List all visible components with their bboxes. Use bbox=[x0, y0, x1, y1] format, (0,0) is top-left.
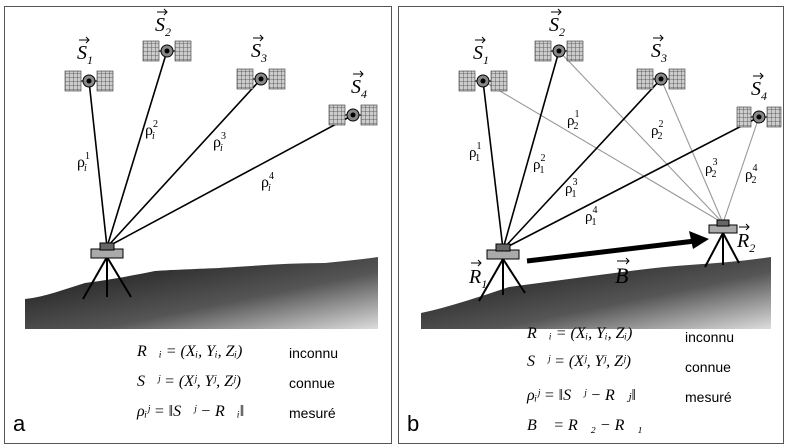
sat-label-4: S4 bbox=[751, 78, 767, 103]
terrain bbox=[25, 257, 378, 329]
satellite-2 bbox=[534, 40, 584, 62]
satellite-2 bbox=[142, 40, 192, 62]
sat-label-1: S1 bbox=[473, 42, 489, 67]
status-unknown: inconnu bbox=[685, 329, 735, 345]
receiver-1 bbox=[478, 243, 526, 302]
satellite-1 bbox=[64, 70, 114, 92]
range-lines-r1 bbox=[482, 50, 760, 250]
baseline-label: B bbox=[615, 263, 628, 288]
equation-satellite: S⃗ʲ = (Xʲ, Yʲ, Zʲ) bbox=[527, 353, 631, 370]
terrain bbox=[421, 257, 771, 329]
receiver-tripod bbox=[82, 242, 132, 300]
satellite-3 bbox=[236, 68, 286, 90]
range-line-4 bbox=[106, 114, 354, 248]
equation-range: ρᵢʲ = ‖S⃗ʲ − R⃗ᵢ‖ bbox=[137, 403, 245, 420]
range-line-r1-4 bbox=[502, 116, 760, 250]
range-line-r1-1 bbox=[482, 80, 504, 250]
receiver-label-1: R1 bbox=[468, 266, 487, 291]
panel-letter: a bbox=[13, 411, 26, 436]
equation-receiver: R⃗ᵢ = (Xᵢ, Yᵢ, Zᵢ) bbox=[527, 325, 633, 342]
receiver-2 bbox=[704, 219, 740, 268]
sat-label-3: S3 bbox=[251, 40, 267, 65]
equation-baseline: B⃗ = R⃗₂ − R⃗₁ bbox=[527, 417, 643, 434]
equation-receiver: R⃗ᵢ = (Xᵢ, Yᵢ, Zᵢ) bbox=[137, 343, 243, 360]
status-known: connue bbox=[289, 375, 335, 391]
satellite-3 bbox=[636, 68, 686, 90]
sat-label-2: S2 bbox=[549, 14, 565, 39]
range-line-3 bbox=[106, 78, 262, 248]
range-line-r1-2 bbox=[502, 50, 560, 250]
range-line-1 bbox=[88, 80, 108, 248]
baseline-arrow bbox=[526, 231, 709, 264]
equation-range: ρᵢʲ = ‖S⃗ʲ − R⃗ⱼ‖ bbox=[527, 387, 636, 404]
sat-label-3: S3 bbox=[651, 40, 667, 65]
range-line-r2-4 bbox=[722, 116, 760, 224]
satellite-4 bbox=[328, 104, 378, 126]
equation-satellite: S⃗ʲ = (Xʲ, Yʲ, Zʲ) bbox=[137, 373, 241, 390]
sat-label-2: S2 bbox=[155, 14, 171, 39]
range-lines-r2 bbox=[482, 50, 760, 224]
range-lines bbox=[88, 50, 354, 248]
range-line-r1-3 bbox=[502, 78, 662, 250]
status-measured: mesuré bbox=[685, 389, 732, 405]
receiver-label-2: R2 bbox=[736, 230, 755, 255]
satellite-1 bbox=[458, 70, 508, 92]
status-known: connue bbox=[685, 359, 731, 375]
status-unknown: inconnu bbox=[289, 345, 339, 361]
range-line-2 bbox=[106, 50, 168, 248]
range-line-r2-2 bbox=[558, 50, 724, 224]
sat-label-1: S1 bbox=[77, 42, 93, 67]
panel-letter: b bbox=[407, 411, 420, 436]
status-measured: mesuré bbox=[289, 405, 336, 421]
satellite-4 bbox=[736, 106, 782, 128]
sat-label-4: S4 bbox=[351, 76, 367, 101]
range-line-r2-1 bbox=[482, 80, 724, 224]
